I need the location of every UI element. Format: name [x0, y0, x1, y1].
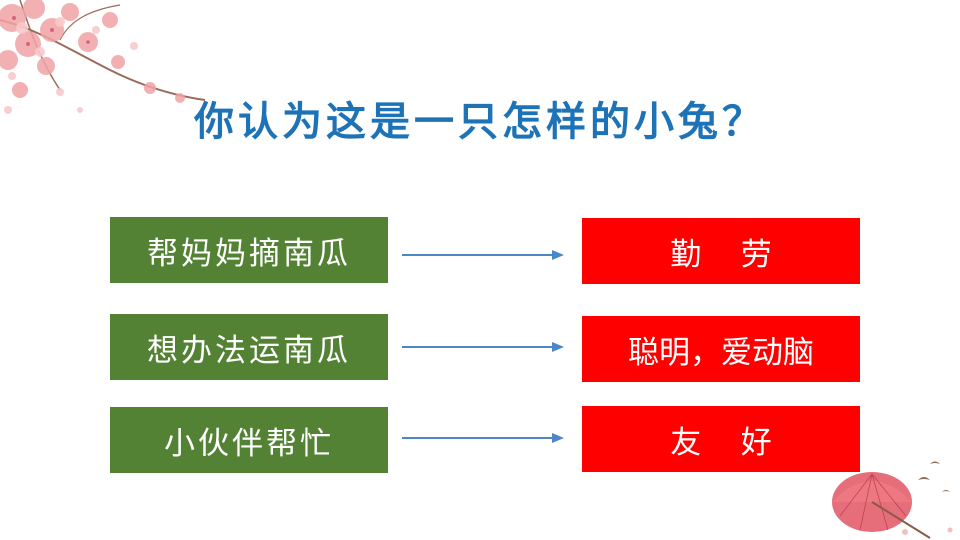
- arrow-right-icon: [402, 433, 564, 443]
- trait-box-clever: 聪明，爱动脑: [582, 316, 860, 382]
- trait-box-friendly: 友 好: [582, 406, 860, 472]
- arrow-right-icon: [402, 342, 564, 352]
- question-title: 你认为这是一只怎样的小兔？: [194, 98, 766, 145]
- umbrella-icon: [832, 461, 953, 539]
- action-box-move-pumpkin: 想办法运南瓜: [110, 314, 388, 380]
- trait-box-diligent: 勤 劳: [582, 218, 860, 284]
- arrow-right-icon: [402, 250, 564, 260]
- action-box-pick-pumpkin: 帮妈妈摘南瓜: [110, 217, 388, 283]
- cherry-blossom-icon: [0, 0, 206, 114]
- action-box-friends-help: 小伙伴帮忙: [110, 407, 388, 473]
